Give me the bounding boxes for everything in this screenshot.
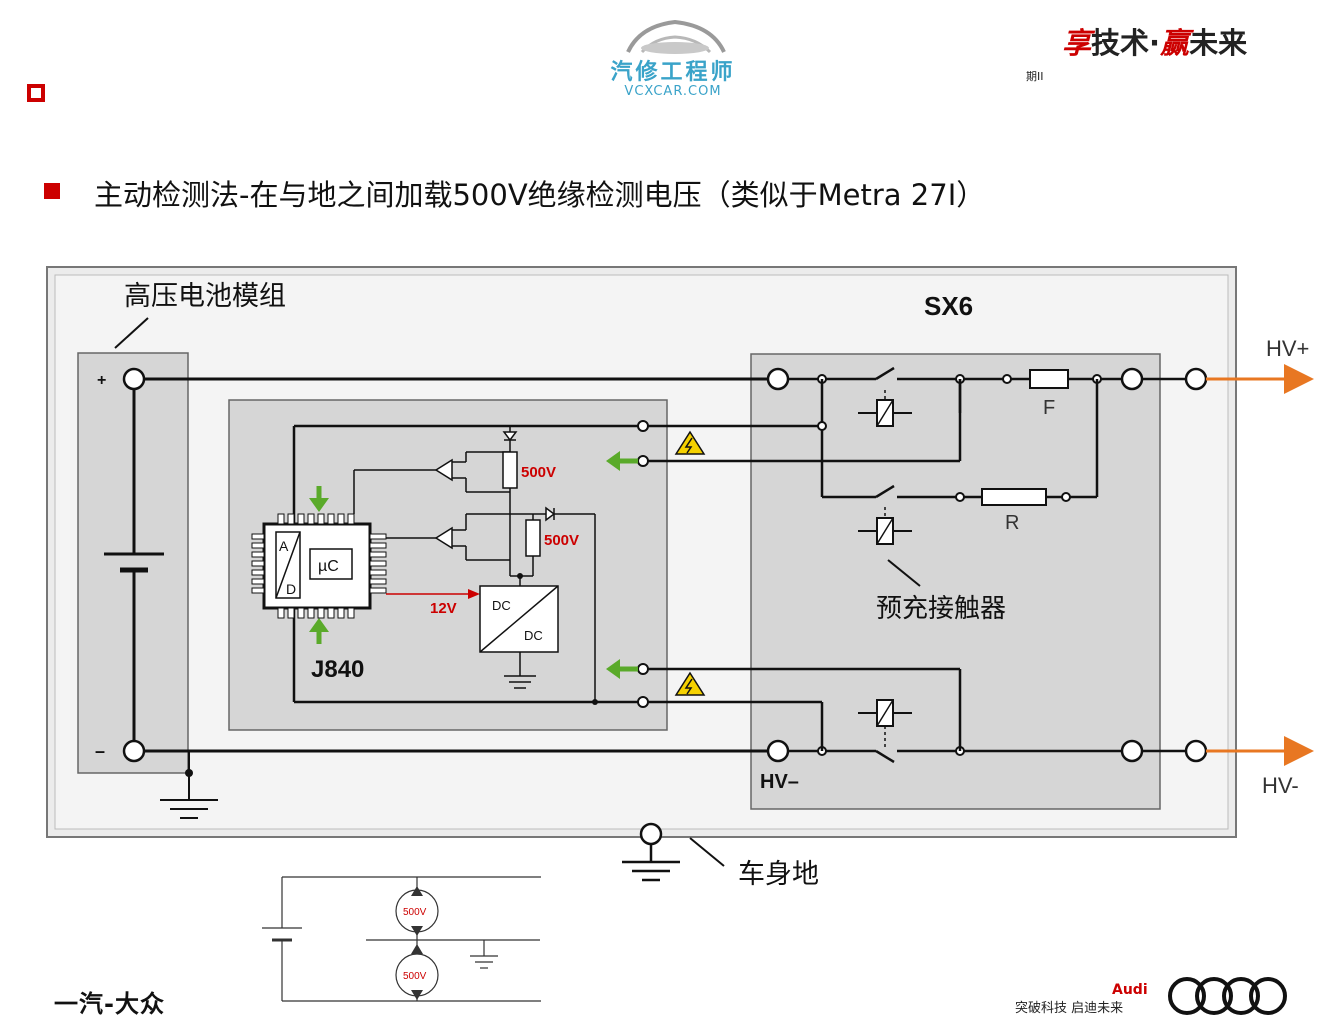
slogan-tech: 技术· (1091, 26, 1161, 60)
precharge-resistor (981, 488, 1047, 506)
slogan-char-enjoy: 享 (1062, 26, 1092, 60)
j840-label: J840 (311, 656, 364, 683)
hv-minus-label: HV- (1262, 773, 1299, 798)
voltage-label-500v-2: 500V (544, 532, 579, 549)
hv-plus-label: HV+ (1266, 336, 1309, 361)
issue-number: 期II (1026, 70, 1044, 83)
battery-label: 高压电池模组 (124, 281, 286, 311)
fuse-label: F (1043, 397, 1055, 419)
mini-voltage-label-2: 500V (403, 971, 427, 982)
dc-output-label: DC (524, 628, 543, 643)
minus-sign: – (95, 741, 105, 761)
mini-voltage-label-1: 500V (403, 907, 427, 918)
bullet-icon (44, 183, 60, 199)
corner-square-icon (27, 84, 45, 102)
page-heading: 主动检测法-在与地之间加载500V绝缘检测电压（类似于Metra 27I） (94, 178, 986, 212)
precharge-label: 预充接触器 (876, 593, 1006, 623)
car-logo-icon (626, 19, 726, 54)
sx6-label: SX6 (924, 291, 973, 321)
faw-vw-logo: 一汽-大众 (54, 990, 165, 1018)
logo-url: VCXCAR.COM (624, 84, 722, 99)
measure-resistor-2 (525, 519, 541, 557)
fuse (1029, 369, 1069, 389)
adc-d-label: D (286, 581, 296, 597)
slogan: 享技术·赢未来 (1062, 20, 1247, 62)
green-arrow-icon (309, 486, 329, 512)
mini-schematic: 500V 500V (262, 876, 541, 1002)
slogan-future: 未来 (1189, 26, 1248, 60)
audi-wordmark: Audi (1112, 982, 1148, 998)
resistor-label: R (1005, 512, 1019, 534)
green-arrow-icon (606, 659, 638, 679)
microcontroller-chip: A D µC (251, 513, 387, 619)
measure-resistor-1 (502, 451, 518, 489)
plus-sign: + (97, 372, 106, 389)
green-arrow-icon (606, 451, 638, 471)
adc-a-label: A (279, 538, 289, 554)
logo-text: 汽修工程师 (610, 60, 736, 85)
j840-panel (228, 399, 668, 731)
audi-rings-logo (1168, 977, 1287, 1015)
green-arrow-icon (309, 618, 329, 644)
mcu-label: µC (318, 558, 339, 575)
voltage-label-12v: 12V (430, 600, 457, 617)
chassis-ground-label: 车身地 (738, 859, 819, 889)
dc-input-label: DC (492, 598, 511, 613)
hv-minus-inner-label: HV– (760, 771, 799, 793)
voltage-label-500v-1: 500V (521, 464, 556, 481)
slogan-char-win: 赢 (1160, 26, 1190, 60)
high-voltage-warning-icon (674, 671, 706, 696)
audi-slogan: 突破科技 启迪未来 (1015, 1001, 1124, 1016)
sx6-panel (750, 353, 1161, 810)
high-voltage-warning-icon (674, 430, 706, 455)
